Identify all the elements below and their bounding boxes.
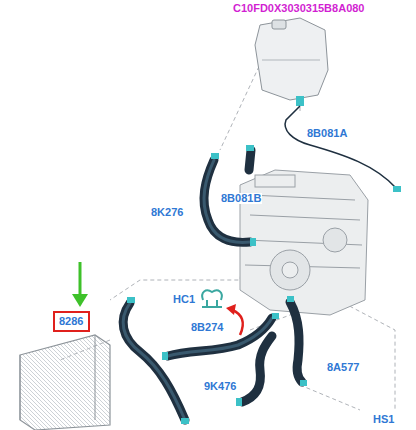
coolant-reservoir: [255, 18, 328, 106]
indicator-arrow: [79, 262, 82, 296]
vent-hose: [285, 106, 396, 188]
callout-number: 8B274: [190, 322, 224, 333]
callout-number: 8B081B: [220, 193, 262, 204]
callout-number: 8K276: [150, 207, 184, 218]
callout-number: HS1: [372, 414, 395, 425]
hose-clip-icon: [202, 290, 222, 307]
radiator: [20, 335, 110, 430]
callout-number: 8B081A: [306, 128, 348, 139]
part-number: C10FD0X3030315B8A080: [232, 3, 365, 14]
callout-number: HC1: [172, 294, 196, 305]
hose-clamps: [127, 145, 307, 424]
callout-number: 8286: [59, 316, 84, 327]
callout-number: 8A577: [326, 362, 360, 373]
engine-block: [240, 170, 368, 315]
hoses: [123, 150, 302, 420]
callout-number: 9K476: [203, 381, 237, 392]
callout-box: 8286: [53, 311, 90, 332]
